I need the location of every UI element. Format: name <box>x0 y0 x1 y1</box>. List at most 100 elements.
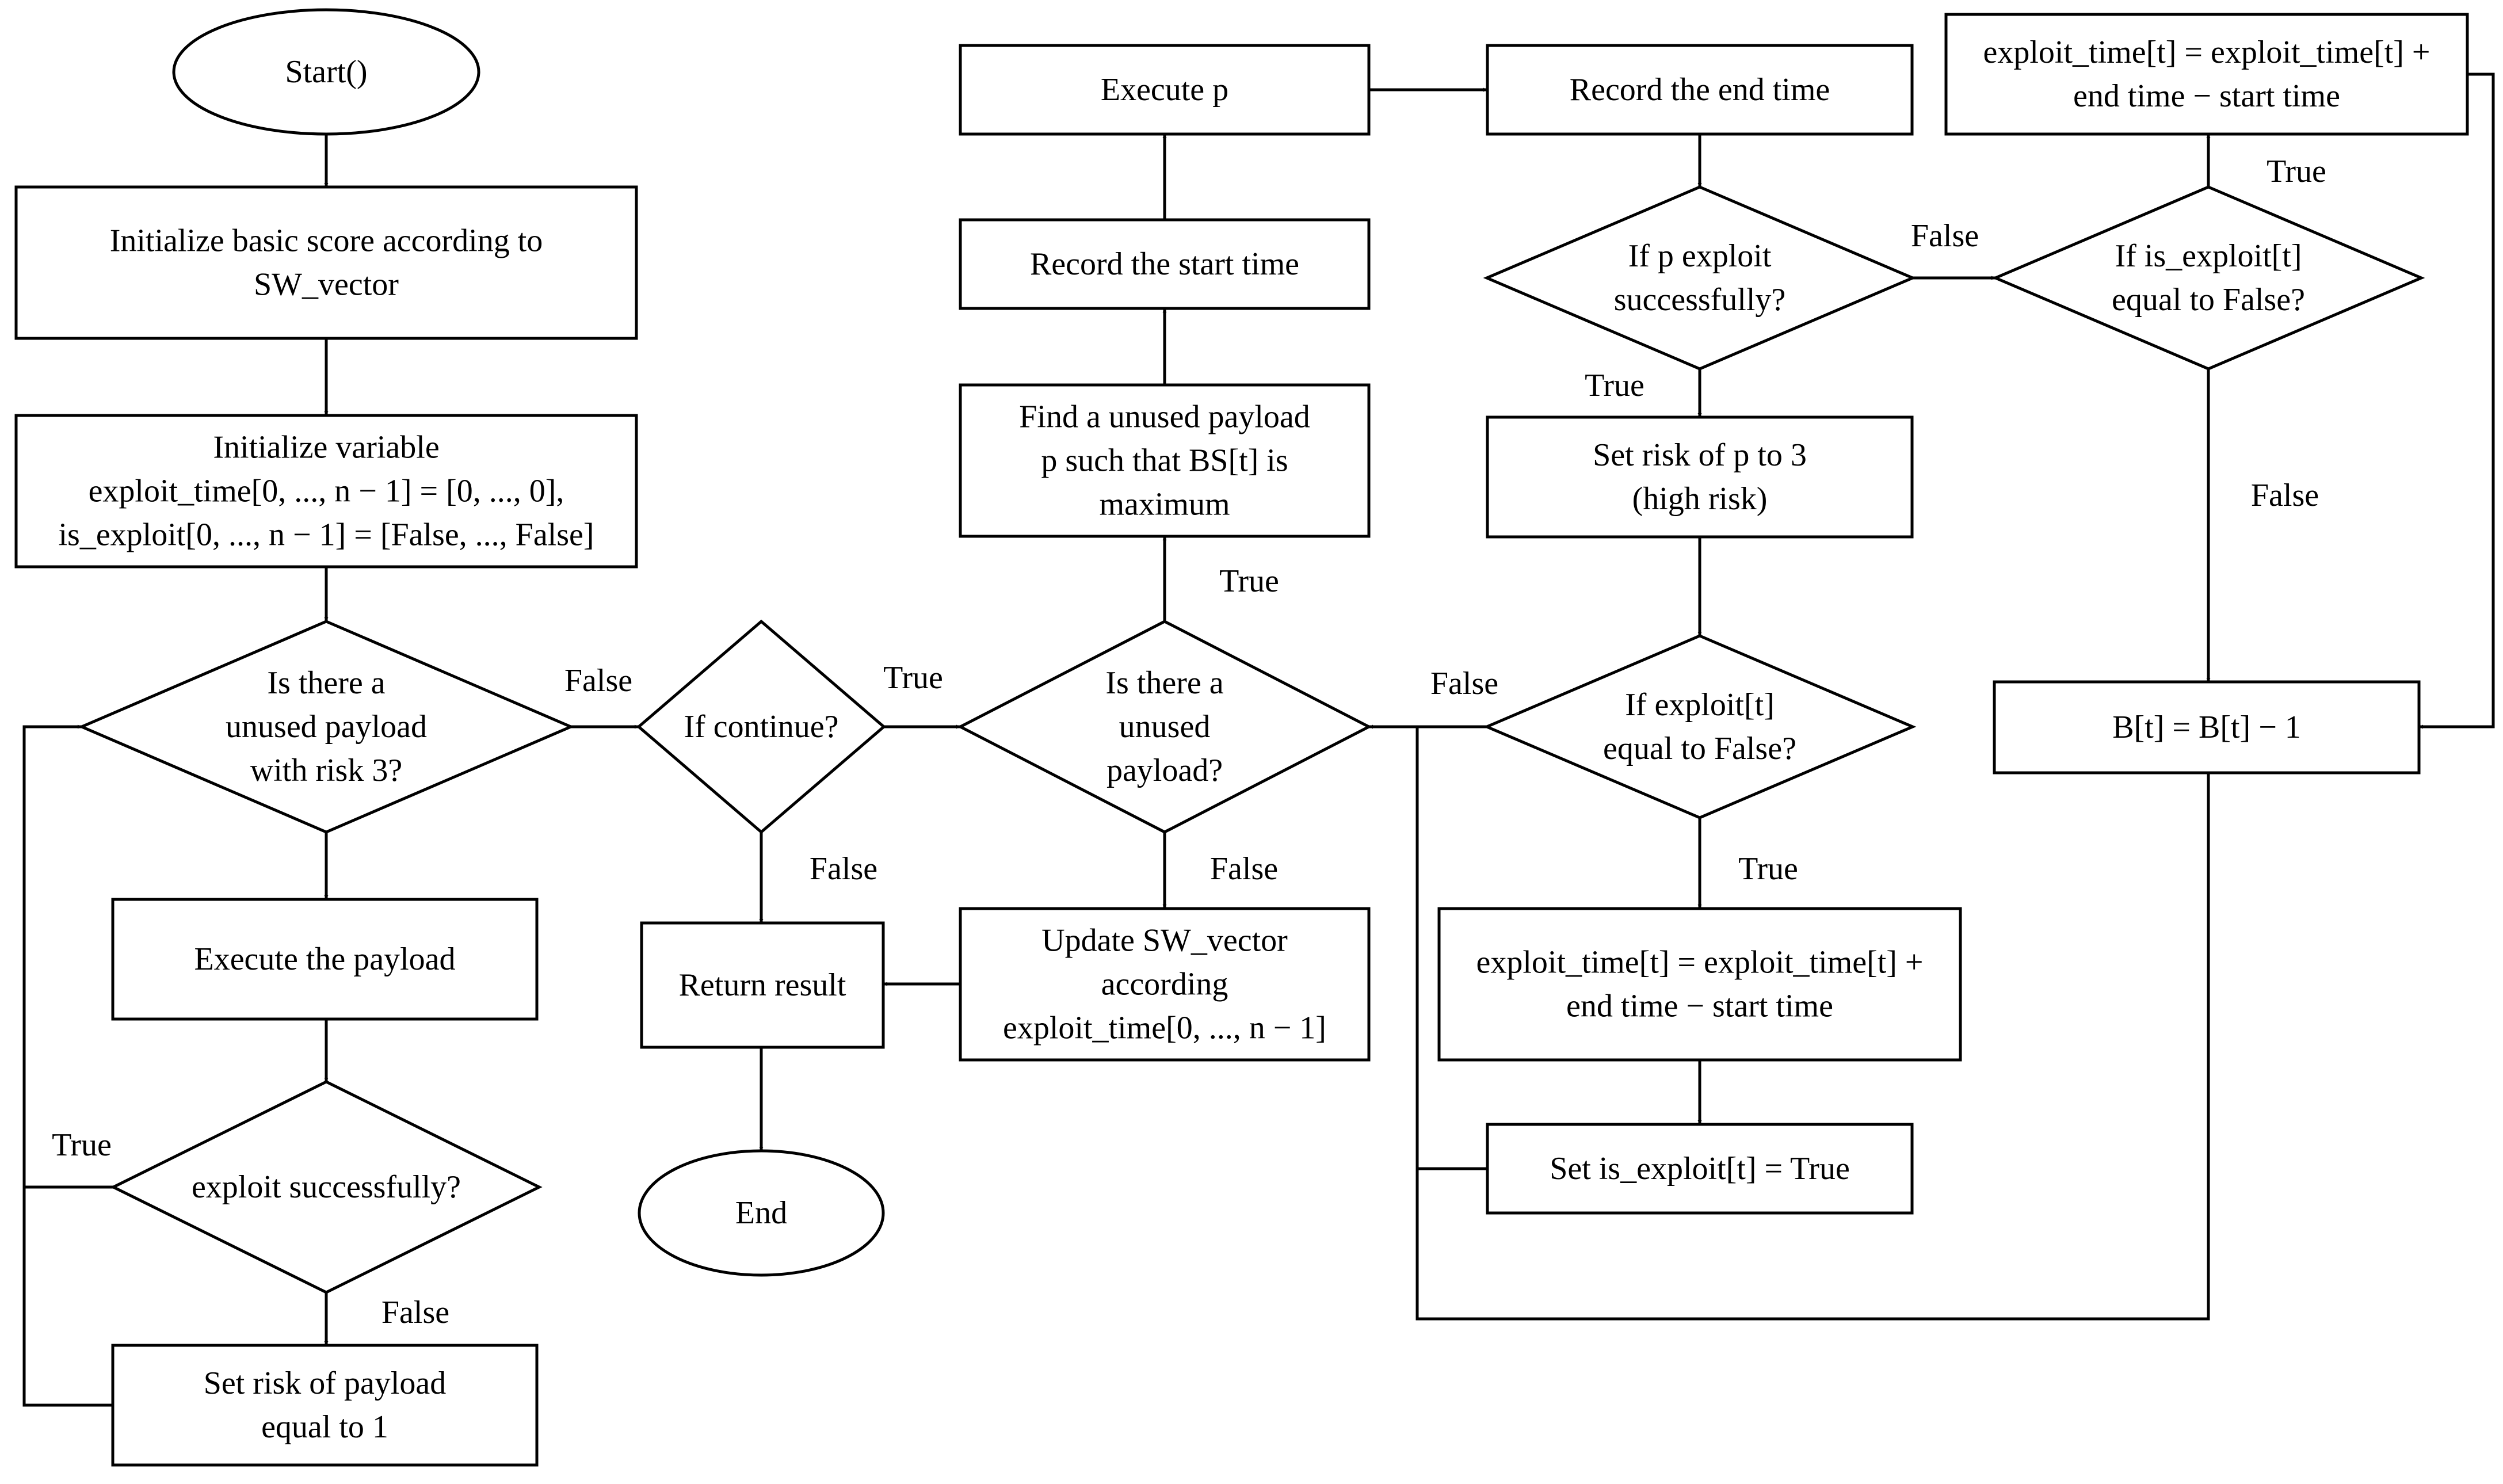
find-payload-text-line: Find a unused payload <box>1019 399 1310 435</box>
init-var-text-line: exploit_time[0, ..., n − 1] = [0, ..., 0… <box>89 474 564 509</box>
exploit-time-top-shape <box>1944 13 2469 136</box>
node-end: End <box>638 1149 885 1277</box>
dec-unused-text-line: Is there a <box>1105 665 1223 701</box>
find-payload-text-line: maximum <box>1099 487 1230 522</box>
node-start: Start() <box>172 8 480 136</box>
node-dec-risk3: Is there a unused payload with risk 3? <box>78 620 575 834</box>
execute-p-text-line: Execute p <box>1101 72 1228 108</box>
dec-is-exploit-text-line: equal to False? <box>2112 282 2305 318</box>
node-exploit-time-mid: exploit_time[t] = exploit_time[t] + end t… <box>1437 907 1962 1062</box>
dec-risk3-text-line: with risk 3? <box>250 753 402 788</box>
edge-exploit-ok-true-loop <box>22 727 113 1189</box>
edge-set-risk1-loop <box>22 724 113 1407</box>
exploit-time-mid-text-line: end time − start time <box>1566 989 1833 1024</box>
dec-is-exploit-shape <box>1991 185 2425 371</box>
edge-b-decrement-loop <box>1415 727 2210 1321</box>
dec-unused-text-line: payload? <box>1106 753 1223 788</box>
dec-risk3-shape <box>78 620 575 834</box>
node-find-payload: Find a unused payload p such that BS[t] i… <box>959 383 1371 538</box>
node-dec-unused: Is there a unused payload? <box>957 620 1372 834</box>
set-risk1-shape <box>111 1344 539 1467</box>
dec-continue-text-line: If continue? <box>684 709 839 745</box>
dec-risk3-text-line: unused payload <box>226 709 427 745</box>
update-sw-text-line: according <box>1101 967 1228 1002</box>
node-return-result: Return result <box>640 921 885 1049</box>
node-set-risk3: Set risk of p to 3 (high risk) <box>1486 415 1914 539</box>
dec-exploit-ok-shape <box>110 1080 543 1294</box>
dec-p-exploit-text-line: successfully? <box>1614 282 1786 318</box>
edge-label-unused-true: True <box>1219 563 1279 599</box>
exploit-time-mid-text-line: exploit_time[t] = exploit_time[t] + <box>1476 945 1924 981</box>
edge-label-continue-true: True <box>883 660 943 696</box>
dec-exploit-ok-text-line: exploit successfully? <box>192 1169 461 1205</box>
find-payload-text-line: p such that BS[t] is <box>1041 443 1288 479</box>
node-dec-exploit-ok: exploit successfully? <box>110 1080 543 1294</box>
dec-exploit-t-text-line: equal to False? <box>1603 731 1796 766</box>
set-is-exploit-shape <box>1486 1123 1914 1215</box>
end-text-line: End <box>735 1195 787 1231</box>
exec-payload-shape <box>111 898 539 1021</box>
node-set-is-exploit: Set is_exploit[t] = True <box>1486 1123 1914 1215</box>
set-risk1-text-line: Set risk of payload <box>204 1365 446 1401</box>
init-score-text-line: SW_vector <box>254 267 399 303</box>
exec-payload-text-line: Execute the payload <box>194 941 455 977</box>
node-record-start: Record the start time <box>959 218 1371 310</box>
set-risk3-text-line: Set risk of p to 3 <box>1593 437 1807 473</box>
node-init-score: Initialize basic score according to SW_ve… <box>14 185 638 340</box>
init-score-text-line: Initialize basic score according to <box>110 223 543 259</box>
end-shape <box>638 1149 885 1277</box>
node-dec-is-exploit: If is_exploit[t]equal to False? <box>1991 185 2425 371</box>
edge-label-exploit-t-false: False <box>1430 666 1498 701</box>
edge-label-exploit-ok-false: False <box>381 1295 449 1330</box>
init-score-shape <box>14 185 638 340</box>
return-result-text-line: Return result <box>679 967 846 1003</box>
record-start-shape <box>959 218 1371 310</box>
dec-p-exploit-text-line: If p exploit <box>1628 238 1772 274</box>
init-var-text-line: Initialize variable <box>213 430 439 466</box>
edge-label-risk3-false: False <box>564 663 632 699</box>
edge-label-exploit-ok-true: True <box>52 1127 112 1163</box>
node-set-risk1: Set risk of payload equal to 1 <box>111 1344 539 1467</box>
node-exploit-time-top: exploit_time[t] = exploit_time[t] +end t… <box>1944 13 2469 136</box>
return-result-shape <box>640 921 885 1049</box>
exploit-time-top-text-line: end time − start time <box>2073 78 2340 114</box>
dec-unused-text-line: unused <box>1119 709 1211 745</box>
edge-label-continue-false: False <box>810 851 877 887</box>
edge-label-exploit-t-true: True <box>1738 851 1798 887</box>
edge-label-is-exploit-true: True <box>2267 154 2326 189</box>
edge-label-is-exploit-false: False <box>2251 478 2319 513</box>
record-start-text-line: Record the start time <box>1030 246 1299 282</box>
node-dec-exploit-t: If exploit[t]equal to False? <box>1483 634 1917 819</box>
set-is-exploit-text-line: Set is_exploit[t] = True <box>1550 1151 1850 1187</box>
record-end-text-line: Record the end time <box>1570 72 1830 108</box>
update-sw-text-line: Update SW_vector <box>1041 923 1288 959</box>
node-exec-payload: Execute the payload <box>111 898 539 1021</box>
node-execute-p: Execute p <box>959 44 1371 136</box>
set-risk3-text-line: (high risk) <box>1632 481 1768 517</box>
edge-label-p-exploit-true: True <box>1585 368 1644 403</box>
dec-is-exploit-text-line: If is_exploit[t] <box>2115 238 2302 274</box>
start-shape <box>172 8 480 136</box>
execute-p-shape <box>959 44 1371 136</box>
edge-label-p-exploit-false: False <box>1911 218 1979 254</box>
dec-p-exploit-shape <box>1483 185 1917 371</box>
dec-unused-shape <box>957 620 1372 834</box>
update-sw-text-line: exploit_time[0, ..., n − 1] <box>1003 1010 1326 1046</box>
set-risk3-shape <box>1486 415 1914 539</box>
node-dec-p-exploit: If p exploit successfully? <box>1483 185 1917 371</box>
node-update-sw: Update SW_vector according exploit_time[0,… <box>959 907 1371 1062</box>
edge-exploit-time-top-to-b-decrement <box>2419 73 2495 729</box>
node-record-end: Record the end time <box>1486 44 1914 136</box>
exploit-time-mid-shape <box>1437 907 1962 1062</box>
set-risk1-text-line: equal to 1 <box>261 1409 388 1445</box>
init-var-shape <box>14 414 638 569</box>
b-decrement-text-line: B[t] = B[t] − 1 <box>2112 709 2301 745</box>
init-var-text-line: is_exploit[0, ..., n − 1] = [False, ...,… <box>58 517 594 553</box>
node-b-decrement: B[t] = B[t] − 1 <box>1993 680 2421 775</box>
start-text-line: Start() <box>285 54 367 90</box>
node-dec-continue: If continue? <box>636 619 886 834</box>
record-end-shape <box>1486 44 1914 136</box>
dec-risk3-text-line: Is there a <box>267 665 385 701</box>
dec-exploit-t-shape <box>1483 634 1917 819</box>
